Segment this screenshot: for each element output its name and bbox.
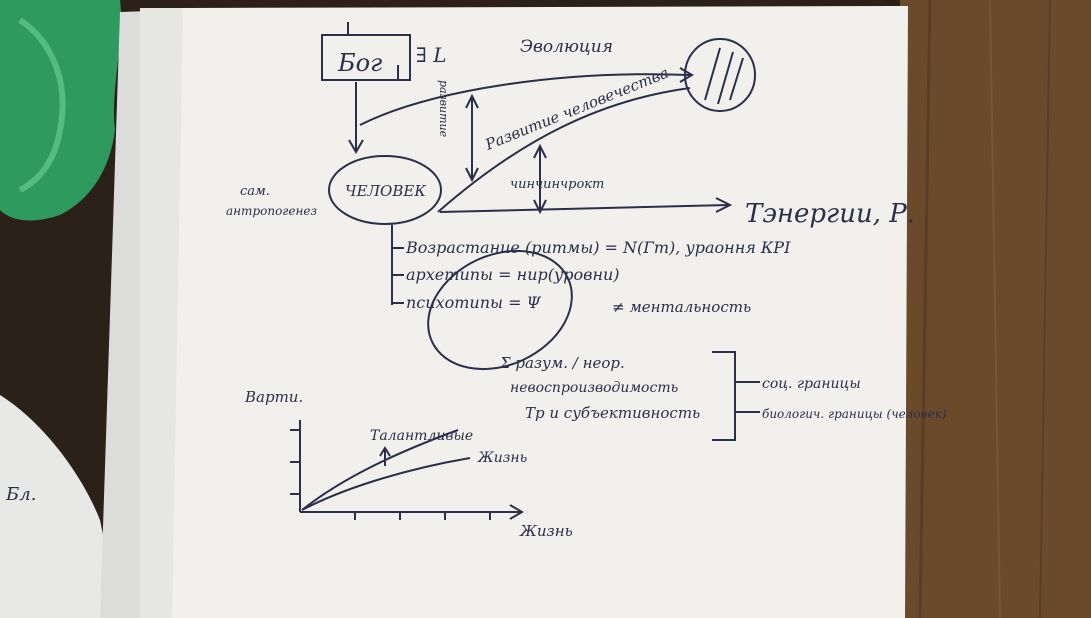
human-node-label: ЧЕЛОВЕК: [345, 182, 426, 200]
god-suffix: ∃ L: [416, 43, 447, 67]
bracket-line-2: невоспроизводимость: [510, 380, 678, 396]
mid-arrow-label: чинчинчрокт: [510, 177, 604, 192]
god-box-label: Бог: [337, 49, 382, 77]
right-note-1: соц. границы: [762, 376, 861, 392]
graph-xlabel: Жизнь: [519, 522, 573, 540]
bracket-line-3: Тр и субъективность: [525, 404, 700, 422]
list-item-2: архетипы = нир(уровни): [406, 265, 620, 284]
evolution-label: Эволюция: [520, 37, 613, 57]
graph-ylabel: Варти.: [244, 388, 303, 406]
left-sheet-text: Бл.: [5, 484, 36, 505]
time-arrow-label: Тэнергии, Р.: [745, 199, 915, 229]
graph-curve-upper-label: Талантливые: [370, 428, 473, 444]
list-item-4: ≠ ментальность: [612, 298, 751, 316]
list-item-3: психотипы = Ψ: [406, 293, 542, 312]
list-item-1: Возрастание (ритмы) = N(Гт), ураоння КРI: [405, 238, 791, 257]
vertical-text: развитие: [437, 80, 450, 138]
human-side-note-2: антропогенез: [226, 204, 317, 218]
right-note-2: биологич. границы (человек): [762, 407, 947, 421]
human-side-note-1: сам.: [240, 184, 270, 199]
graph-curve-lower-label: Жизнь: [477, 450, 527, 466]
bracket-line-1: Σ разум. / неор.: [499, 354, 625, 372]
